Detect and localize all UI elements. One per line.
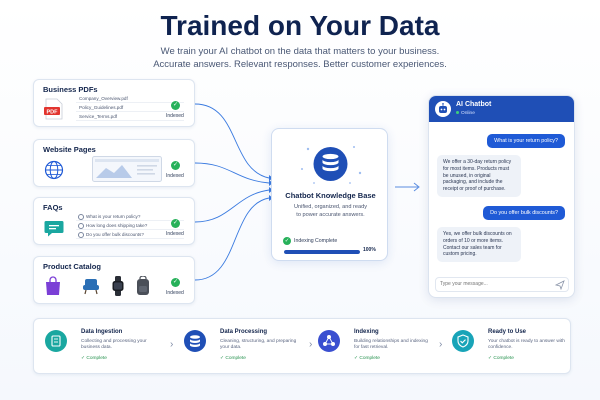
source-title: Business PDFs: [43, 85, 98, 94]
bot-avatar: [435, 101, 451, 117]
source-title: Website Pages: [43, 145, 96, 154]
step-ready-to-use[interactable]: Ready to Use Your chatbot is ready to an…: [452, 319, 570, 375]
step-icon-circle: [452, 330, 474, 352]
step-title: Indexing: [354, 329, 379, 335]
robot-icon: [439, 103, 447, 113]
step-description: Collecting and processing your business …: [81, 339, 147, 351]
list-item[interactable]: Service_Terms.pdf: [76, 112, 184, 121]
chat-message-input[interactable]: [440, 281, 550, 287]
knowledge-base-card[interactable]: Chatbot Knowledge Base Unified, organize…: [271, 128, 388, 261]
status-badge: Indexed: [166, 113, 184, 119]
kb-status: Indexing Complete: [294, 238, 338, 244]
connector-website: [194, 162, 270, 184]
kb-desc-line-2: to power accurate answers.: [296, 211, 365, 218]
step-indexing[interactable]: Indexing Building relationships and inde…: [318, 319, 448, 375]
kb-desc-line-1: Unified, organized, and ready: [293, 204, 368, 210]
step-title: Data Ingestion: [81, 329, 123, 335]
kb-description: Unified, organized, and ready to power a…: [282, 204, 379, 219]
step-description: Building relationships and indexing for …: [354, 339, 428, 351]
database-icon: [301, 146, 362, 184]
step-icon-circle: [318, 330, 340, 352]
globe-icon: [44, 160, 64, 180]
pdf-file-icon: PDF: [44, 98, 63, 120]
chevron-right-icon: ›: [170, 339, 174, 350]
chevron-right-icon: ›: [439, 339, 443, 350]
shopping-bag-icon: [46, 276, 60, 295]
step-icon-circle: [184, 330, 206, 352]
step-title: Data Processing: [220, 329, 268, 335]
connector-faqs: [194, 189, 270, 223]
chat-window[interactable]: AI Chatbot Online What is your return po…: [428, 95, 575, 298]
kb-to-chat-arrow: [395, 182, 420, 192]
step-status-label: Complete: [493, 356, 514, 361]
armchair-icon: [83, 279, 99, 295]
pipeline-steps: Data Ingestion Collecting and processing…: [33, 318, 571, 374]
chat-message-bot: We offer a 30-day return policy for most…: [437, 155, 521, 197]
step-title: Ready to Use: [488, 329, 527, 335]
source-card-faqs[interactable]: FAQs What is your return policy? How lon…: [33, 197, 195, 245]
status-badge: Indexed: [166, 173, 184, 179]
source-title: FAQs: [43, 203, 63, 212]
chat-header: AI Chatbot Online: [429, 96, 574, 122]
step-status-label: Complete: [225, 356, 246, 361]
progress-bar: [284, 250, 360, 254]
step-status: ✓ Complete: [81, 356, 107, 361]
step-icon-circle: [45, 330, 67, 352]
shield-check-icon: [457, 334, 469, 348]
status-badge: Indexed: [166, 231, 184, 237]
step-status: ✓ Complete: [488, 356, 514, 361]
send-icon[interactable]: [555, 280, 565, 290]
list-item[interactable]: Company_Overview.pdf: [76, 94, 184, 103]
check-icon: ✓: [171, 219, 180, 228]
ingestion-icon: [51, 335, 61, 347]
list-item[interactable]: What is your return policy?: [76, 212, 184, 221]
chat-online-status: Online: [456, 111, 475, 116]
status-badge: Indexed: [166, 290, 184, 296]
check-icon: ✓: [283, 237, 291, 245]
source-card-catalog[interactable]: Product Catalog ✓ Indexed: [33, 256, 195, 304]
database-icon: [190, 335, 200, 347]
chat-message-bot: Yes, we offer bulk discounts on orders o…: [437, 227, 521, 263]
network-icon: [323, 335, 335, 346]
connector-catalog: [194, 197, 270, 281]
subtitle-line-1: We train your AI chatbot on the data tha…: [160, 46, 440, 57]
source-card-pdfs[interactable]: Business PDFs PDF Company_Overview.pdf P…: [33, 79, 195, 127]
page-subtitle: We train your AI chatbot on the data tha…: [0, 45, 600, 71]
kb-title: Chatbot Knowledge Base: [285, 191, 376, 200]
connector-pdfs: [194, 103, 270, 179]
step-description: Cleaning, structuring, and preparing you…: [220, 339, 297, 351]
subtitle-line-2: Accurate answers. Relevant responses. Be…: [153, 59, 447, 70]
check-icon: ✓: [171, 278, 180, 287]
list-item[interactable]: How long does shipping take?: [76, 221, 184, 230]
step-status-label: Complete: [359, 356, 380, 361]
chat-bot-name: AI Chatbot: [456, 101, 492, 108]
source-title: Product Catalog: [43, 262, 101, 271]
check-icon: ✓: [171, 161, 180, 170]
step-status-label: Complete: [86, 356, 107, 361]
watch-icon: [112, 276, 124, 296]
faq-question-list: What is your return policy? How long doe…: [76, 212, 184, 239]
backpack-icon: [137, 276, 149, 295]
step-status: ✓ Complete: [354, 356, 380, 361]
step-description: Your chatbot is ready to answer with con…: [488, 339, 565, 351]
step-data-processing[interactable]: Data Processing Cleaning, structuring, a…: [184, 319, 304, 375]
step-status: ✓ Complete: [220, 356, 246, 361]
pdf-file-list: Company_Overview.pdf Policy_Guidelines.p…: [76, 94, 184, 121]
progress-label: 100%: [363, 247, 376, 253]
check-icon: ✓: [171, 101, 180, 110]
list-item[interactable]: Do you offer bulk discounts?: [76, 230, 184, 239]
webpage-preview-icon: [92, 156, 162, 182]
svg-text:PDF: PDF: [47, 110, 59, 116]
chat-message-user: Do you offer bulk discounts?: [483, 206, 565, 220]
chat-message-user: What is your return policy?: [487, 134, 565, 148]
chat-input-box[interactable]: [435, 277, 569, 292]
step-data-ingestion[interactable]: Data Ingestion Collecting and processing…: [45, 319, 165, 375]
chevron-right-icon: ›: [309, 339, 313, 350]
source-card-website[interactable]: Website Pages ✓ Indexed: [33, 139, 195, 187]
chat-bubble-icon: [44, 221, 64, 237]
progress-bar-fill: [284, 250, 360, 254]
list-item[interactable]: Policy_Guidelines.pdf: [76, 103, 184, 112]
page-title: Trained on Your Data: [160, 10, 440, 41]
